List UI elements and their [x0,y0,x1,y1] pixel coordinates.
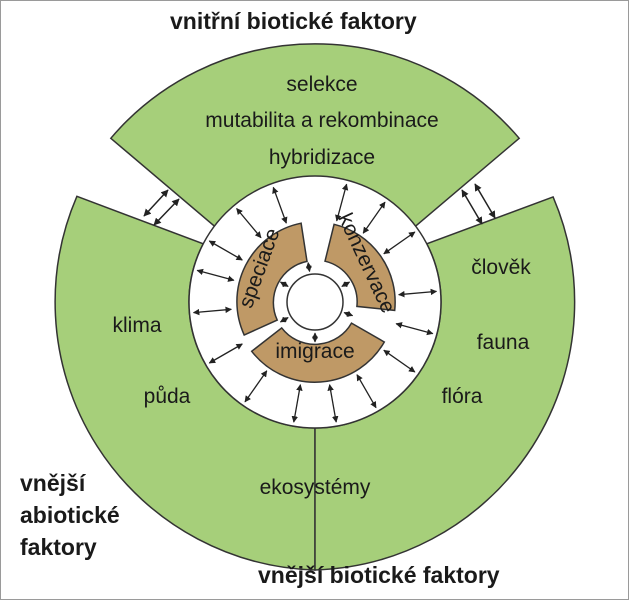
core-arrow [279,316,289,323]
core-segment-imigrace [250,322,386,383]
ring-arrow [398,288,438,298]
factor-ekosystemy: ekosystémy [259,476,371,499]
ring-arrows [192,183,438,423]
ring-arrow [272,186,288,224]
ring-arrow [244,370,268,403]
core-arrow [305,262,312,273]
ring-arrow [383,349,416,373]
ring-arrow [208,343,243,364]
core-arrow [279,281,289,288]
gap-arrows-right [461,183,496,225]
core-arrows [279,262,354,343]
ring-arrow [383,231,416,255]
factor-puda: půda [143,385,191,408]
core-center [286,273,344,331]
ring-arrow [236,208,262,239]
ring-arrow [356,374,377,409]
title-outer-biotic: vnější biotické faktory [258,562,500,588]
ring-arrow [196,268,235,282]
ring-arrow [327,384,339,423]
title-outer-abiotic-line2: abiotické [20,502,120,528]
ring-arrow [291,384,303,423]
factor-clovek: člověk [471,256,531,279]
title-outer-abiotic-line1: vnější [20,470,86,496]
title-inner-biotic: vnitřní biotické faktory [170,8,417,34]
title-outer-abiotic-line3: faktory [20,534,97,560]
core-label-imigrace: imigrace [275,340,354,363]
ring-arrow [208,240,243,261]
gap-arrows-left [143,189,180,226]
core-segment-konzervace [324,223,396,312]
factor-flora: flóra [441,385,483,408]
factor-fauna: fauna [476,331,530,354]
factor-hybridizace: hybridizace [268,146,376,169]
ring-arrow [335,183,349,222]
core-arrow [341,281,351,288]
factor-mutabilita: mutabilita a rekombinace [205,109,439,132]
factor-selekce: selekce [286,73,358,96]
ring-arrow [395,322,434,336]
ring-arrow [362,201,386,234]
factor-klima: klima [112,314,162,337]
ring-arrow [192,306,232,316]
core-segment-speciace [236,222,308,336]
core-arrow [343,311,354,318]
